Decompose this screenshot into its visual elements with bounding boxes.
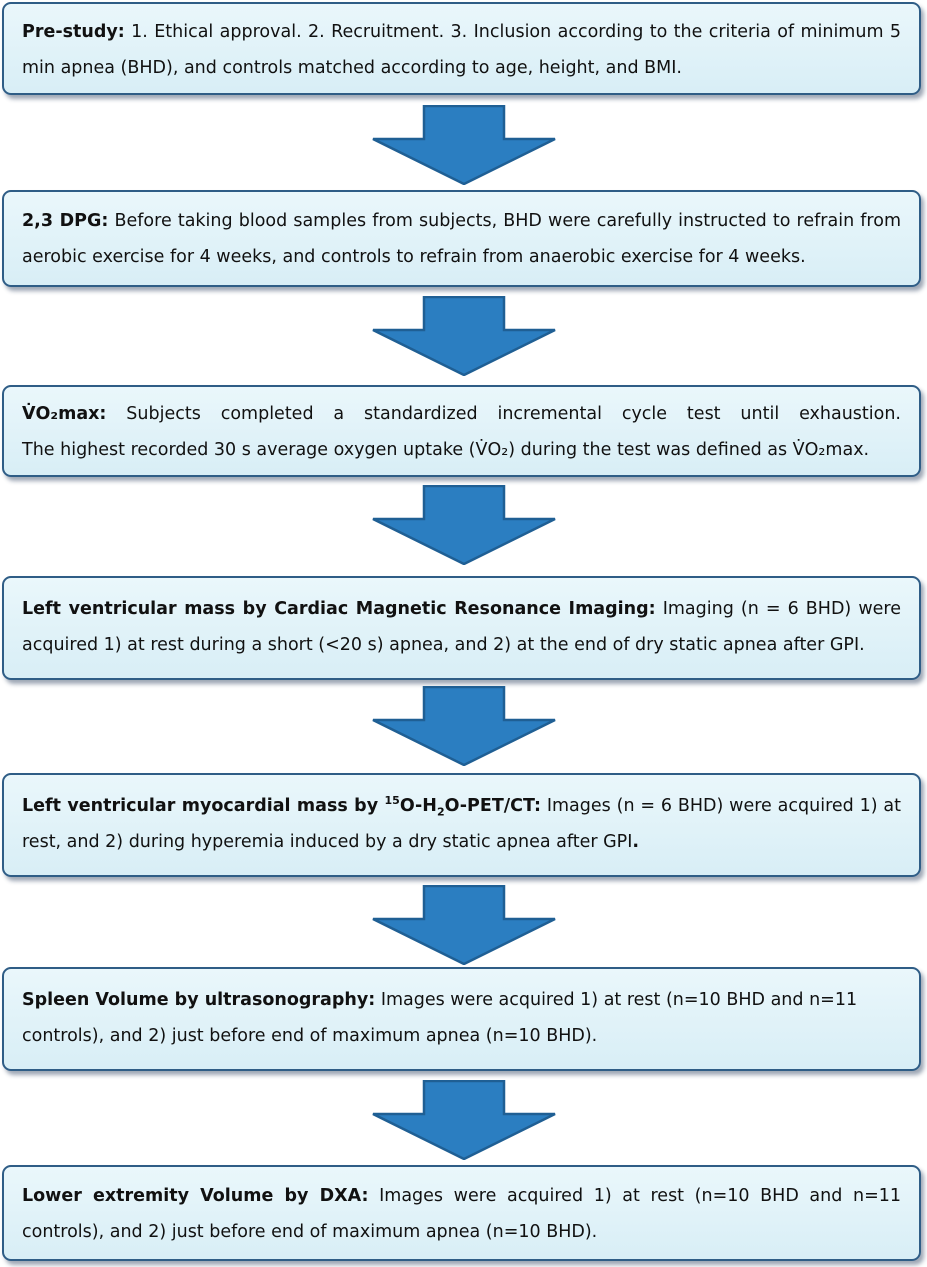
step-text-pre-study: Pre-study: 1. Ethical approval. 2. Recru…: [22, 14, 901, 86]
step-text-dpg: 2,3 DPG: Before taking blood samples fro…: [22, 203, 901, 275]
down-arrow-icon: [372, 885, 556, 965]
step-text-spleen-line1: Spleen Volume by ultrasonography: Images…: [22, 982, 901, 1018]
step-box-vo2max: V̇O₂max: Subjects completed a standardiz…: [2, 385, 921, 477]
step-text-cardiac-mri: Left ventricular mass by Cardiac Magneti…: [22, 591, 901, 663]
flow-arrow-6: [371, 1080, 557, 1160]
step-box-pet-ct: Left ventricular myocardial mass by 15O-…: [2, 773, 921, 877]
flow-arrow-1: [371, 105, 557, 185]
step-text-dxa: Lower extremity Volume by DXA: Images we…: [22, 1178, 901, 1250]
down-arrow-icon: [372, 485, 556, 565]
step-text-pet-ct: Left ventricular myocardial mass by 15O-…: [22, 788, 901, 860]
step-box-dxa: Lower extremity Volume by DXA: Images we…: [2, 1165, 921, 1261]
down-arrow-icon: [372, 105, 556, 185]
step-title-pet-ct-subscript: 2: [436, 805, 445, 819]
flow-arrow-5: [371, 885, 557, 965]
step-text-vo2max-line1: V̇O₂max: Subjects completed a standardiz…: [22, 396, 901, 432]
step-box-dpg: 2,3 DPG: Before taking blood samples fro…: [2, 190, 921, 287]
step-body-pre-study: 1. Ethical approval. 2. Recruitment. 3. …: [22, 22, 901, 78]
flow-arrow-2: [371, 296, 557, 376]
step-title-dpg: 2,3 DPG:: [22, 211, 109, 231]
step-body-spleen-line2: controls), and 2) just before end of max…: [22, 1026, 598, 1046]
step-body-cardiac-mri: Imaging (n = 6 BHD) were acquired 1) at …: [22, 599, 901, 655]
down-arrow-icon: [372, 1080, 556, 1160]
step-body-pet-ct: Images (n = 6 BHD) were acquired 1) at r…: [22, 796, 901, 852]
step-title-pet-ct-superscript: 15: [384, 794, 400, 808]
step-title-spleen: Spleen Volume by ultrasonography:: [22, 990, 376, 1010]
flow-arrow-3: [371, 485, 557, 565]
step-title-pet-ct-part-b: O-H: [399, 796, 437, 816]
step-title-pet-ct: Left ventricular myocardial mass by 15O-…: [22, 794, 541, 819]
step-body-spleen-line1: Images were acquired 1) at rest (n=10 BH…: [375, 990, 858, 1010]
step-title-cardiac-mri: Left ventricular mass by Cardiac Magneti…: [22, 599, 656, 619]
step-body-dpg: Before taking blood samples from subject…: [22, 211, 902, 267]
step-body-dxa: Images were acquired 1) at rest (n=10 BH…: [22, 1186, 901, 1242]
step-box-pre-study: Pre-study: 1. Ethical approval. 2. Recru…: [2, 2, 921, 95]
step-title-pre-study: Pre-study:: [22, 22, 125, 42]
step-title-vo2max: V̇O₂max:: [22, 404, 107, 424]
step-body-vo2max-line1: Subjects completed a standardized increm…: [106, 404, 901, 424]
step-title-pet-ct-part-c: O-PET/CT:: [444, 796, 541, 816]
step-box-cardiac-mri: Left ventricular mass by Cardiac Magneti…: [2, 576, 921, 680]
flow-arrow-4: [371, 686, 557, 766]
down-arrow-icon: [372, 296, 556, 376]
step-title-dxa: Lower extremity Volume by DXA:: [22, 1186, 369, 1206]
step-title-pet-ct-part-a: Left ventricular myocardial mass by: [22, 796, 385, 816]
step-box-spleen: Spleen Volume by ultrasonography: Images…: [2, 967, 921, 1071]
step-body-vo2max-line2: The highest recorded 30 s average oxygen…: [22, 440, 870, 460]
down-arrow-icon: [372, 686, 556, 766]
step-body-pet-ct-end: .: [632, 832, 640, 852]
